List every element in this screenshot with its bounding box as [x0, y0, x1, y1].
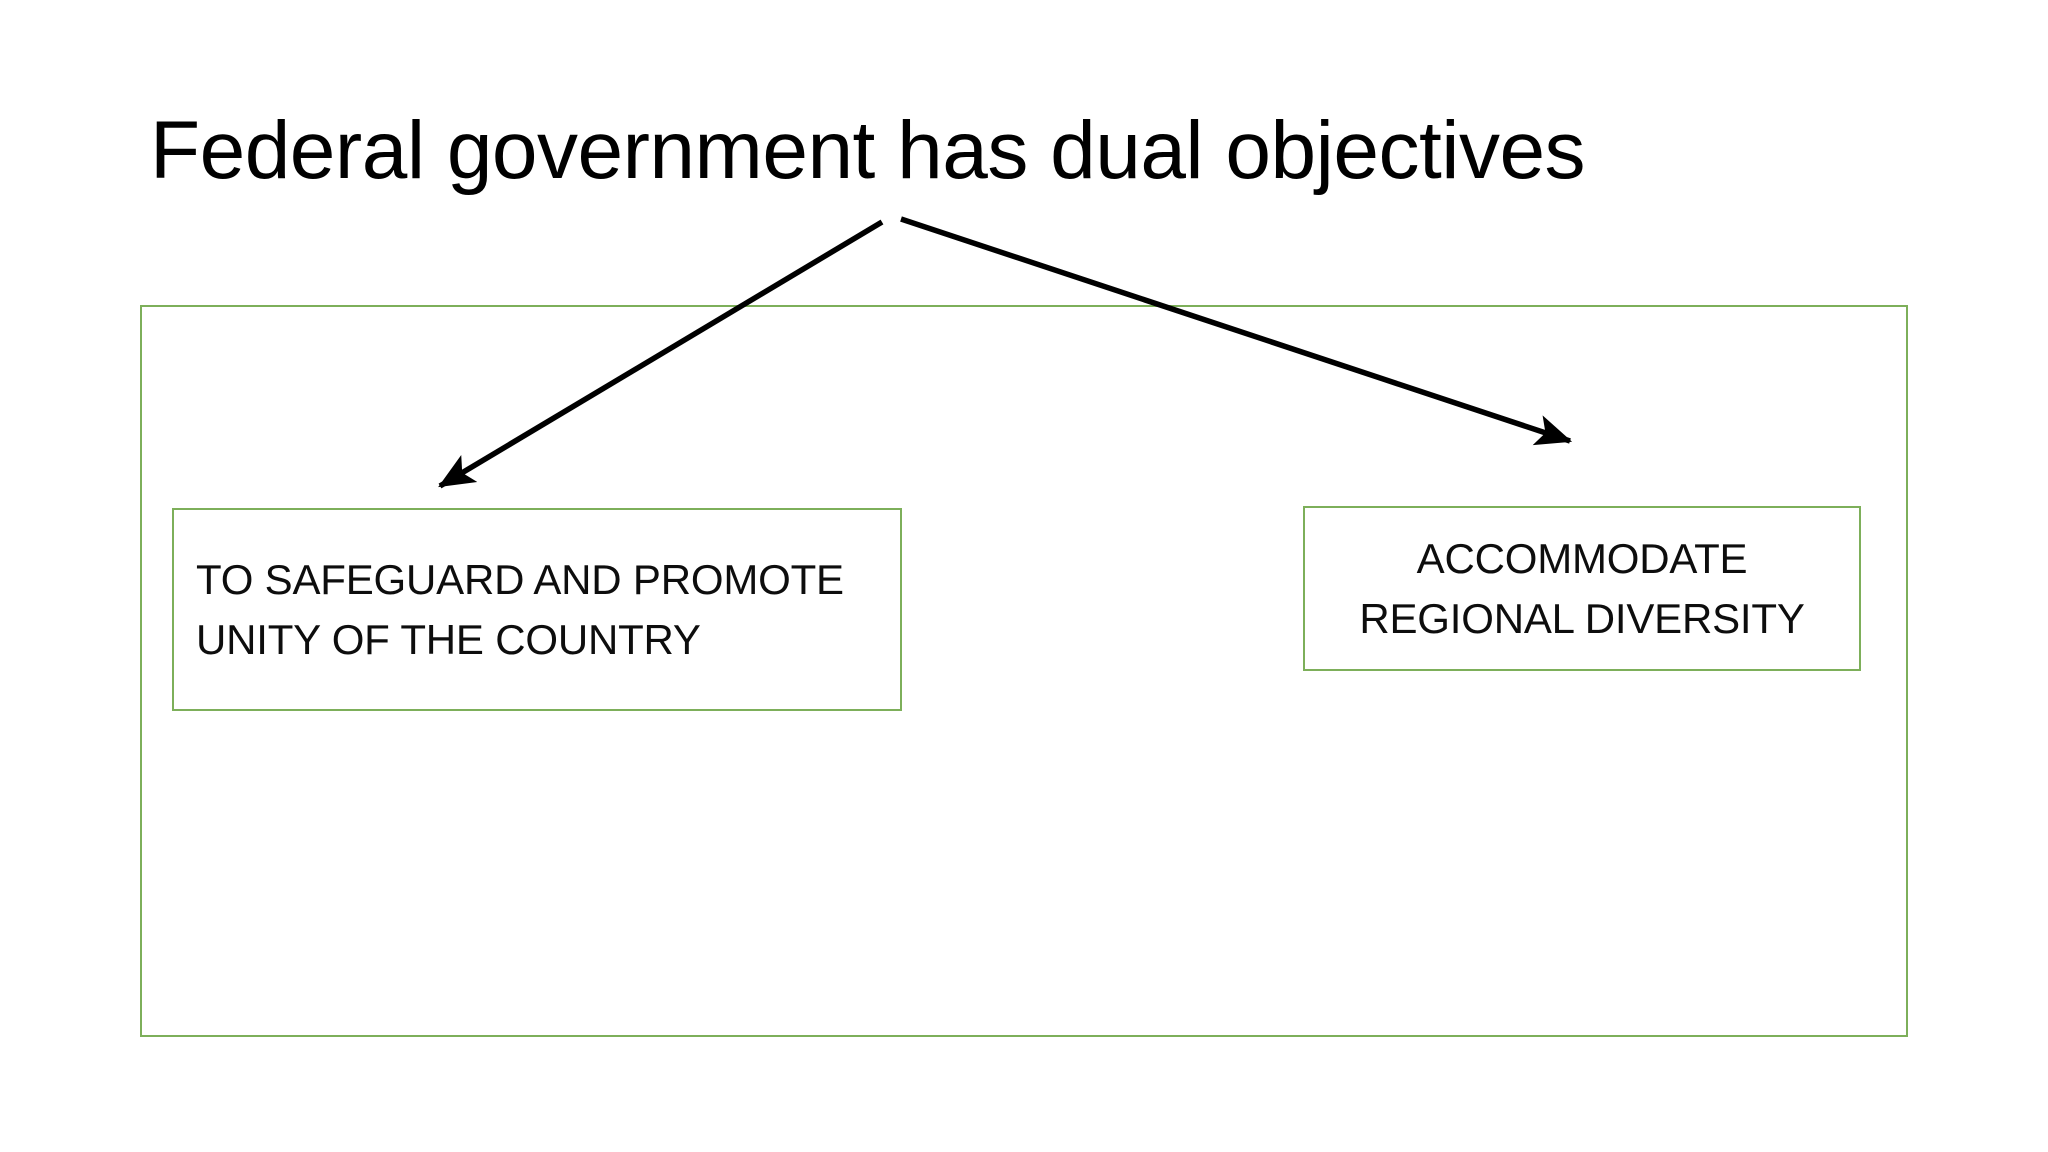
objective-label-line-1: TO SAFEGUARD AND PROMOTE	[196, 555, 844, 603]
objective-label-line-2: REGIONAL DIVERSITY	[1359, 594, 1805, 642]
objective-label-line-1: ACCOMMODATE	[1416, 534, 1748, 582]
objective-box-safeguard-unity[interactable]: TO SAFEGUARD AND PROMOTE UNITY OF THE CO…	[172, 508, 902, 711]
objective-label-line-2: UNITY OF THE COUNTRY	[196, 615, 701, 663]
page-title: Federal government has dual objectives	[150, 105, 1586, 196]
objective-box-accommodate-diversity[interactable]: ACCOMMODATE REGIONAL DIVERSITY	[1303, 506, 1861, 671]
